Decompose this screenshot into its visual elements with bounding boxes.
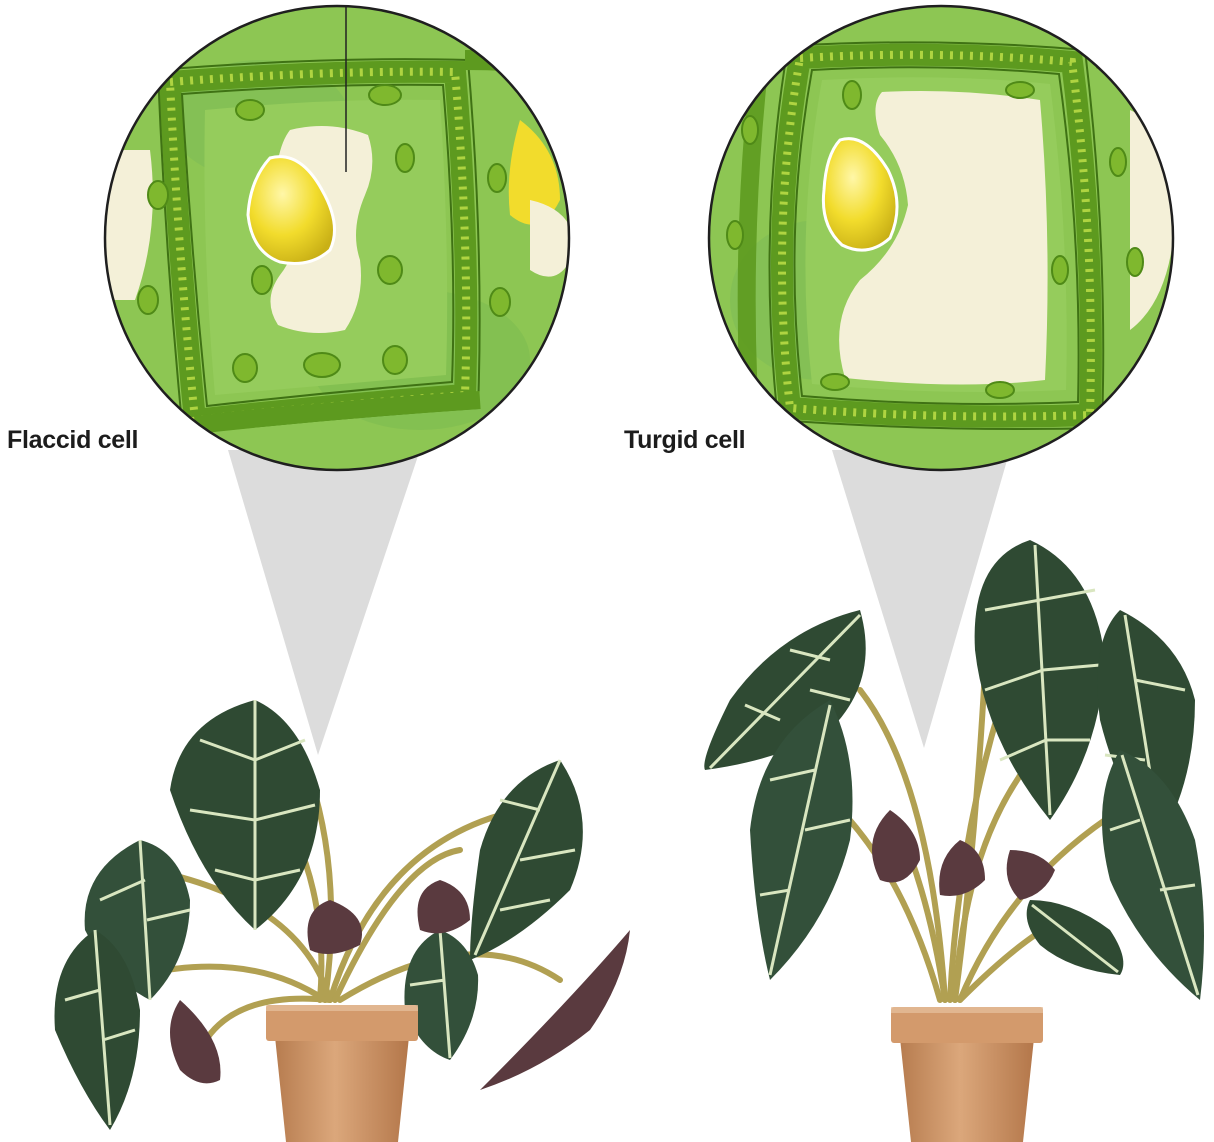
flaccid-cell-label: Flaccid cell xyxy=(7,426,138,455)
flaccid-cell-magnifier xyxy=(100,0,590,480)
turgid-cell-magnifier xyxy=(700,0,1180,480)
turgid-cell-label: Turgid cell xyxy=(624,426,745,455)
wilted-plant-illustration xyxy=(55,700,631,1142)
